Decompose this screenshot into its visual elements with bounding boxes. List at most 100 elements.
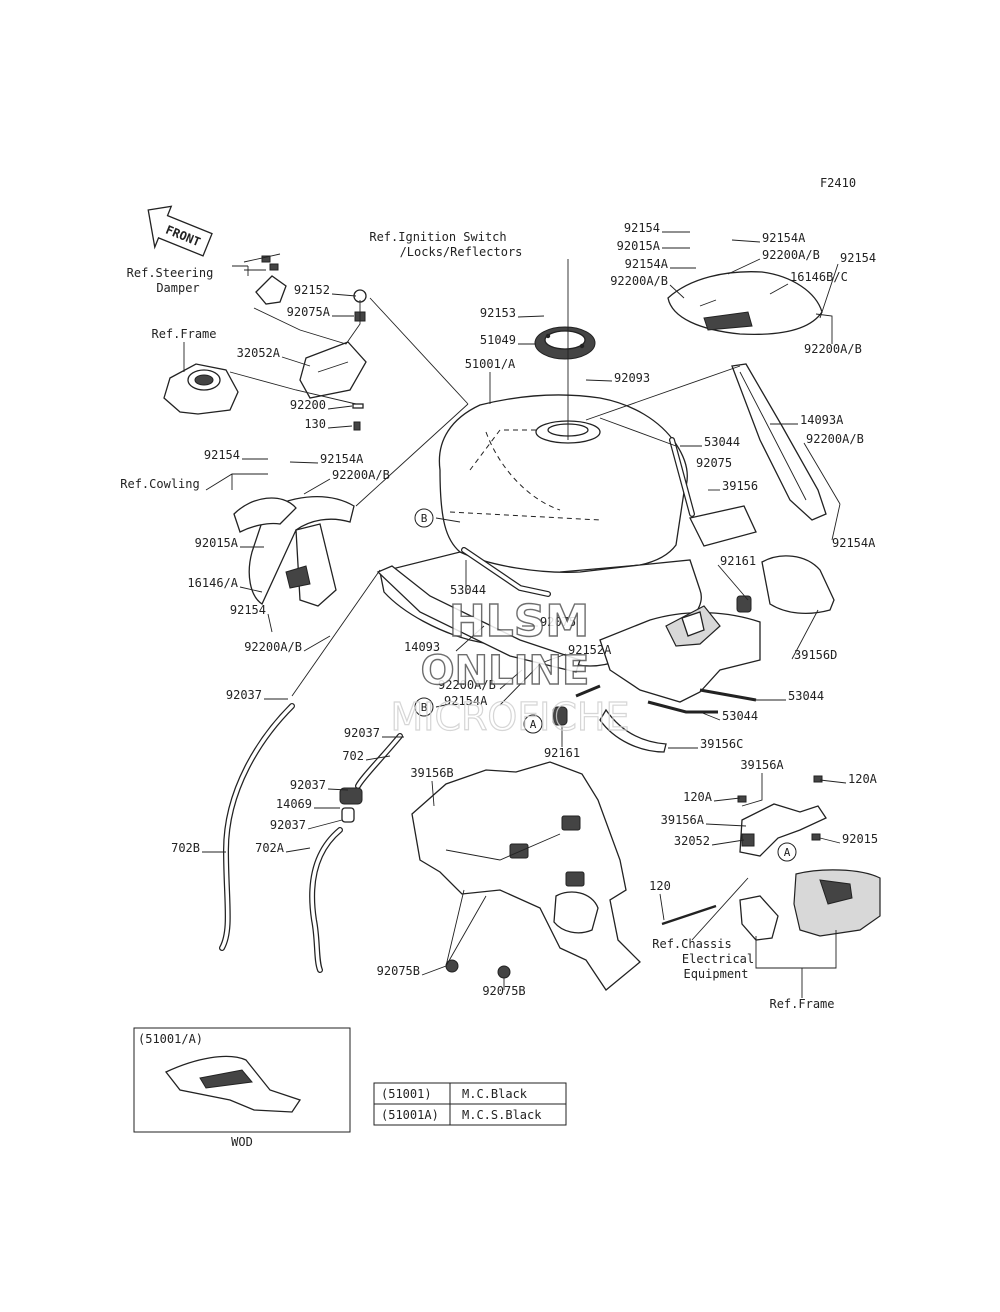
pad-39156 bbox=[689, 505, 757, 547]
part-number-label: 92037 bbox=[344, 726, 380, 740]
pad-39156b bbox=[411, 761, 641, 991]
part-number-label: 120 bbox=[649, 879, 671, 893]
marker-letter: A bbox=[784, 846, 791, 859]
part-number-label: 130 bbox=[304, 417, 326, 431]
table-color-1: M.C.Black bbox=[462, 1087, 528, 1101]
part-number-label: 92093 bbox=[614, 371, 650, 385]
part-number-label: 92015A bbox=[617, 239, 661, 253]
part-number-label: 92154A bbox=[762, 231, 806, 245]
part-number-label: 92161 bbox=[544, 746, 580, 760]
ref-frame-rear bbox=[739, 869, 881, 941]
ref-callout-label: Electrical bbox=[682, 952, 754, 966]
ref-frame-headtube bbox=[163, 363, 239, 415]
part-number-labels: 9215292075A32052A92200130921535104951001… bbox=[171, 221, 878, 998]
inset-caption: WOD bbox=[231, 1135, 253, 1149]
part-number-label: 92154 bbox=[204, 448, 240, 462]
watermark-line-2: ONLINE bbox=[421, 648, 590, 694]
part-number-label: 92152A bbox=[568, 643, 612, 657]
part-number-label: 92075A bbox=[287, 305, 331, 319]
grommet-92075b-2 bbox=[497, 965, 511, 979]
part-number-label: 39156A bbox=[740, 758, 784, 772]
bolt-120 bbox=[661, 904, 717, 926]
marker-letter: B bbox=[421, 512, 428, 525]
part-number-label: 92154A bbox=[320, 452, 364, 466]
grommet-92075b-1 bbox=[445, 959, 459, 973]
ref-callout-label: Ref.Chassis bbox=[652, 937, 731, 951]
part-number-label: 92200A/B bbox=[610, 274, 668, 288]
part-number-label: 51049 bbox=[480, 333, 516, 347]
part-number-label: 39156A bbox=[661, 813, 705, 827]
part-number-label: 92200 bbox=[290, 398, 326, 412]
part-number-label: 702B bbox=[171, 841, 200, 855]
part-number-label: 92015 bbox=[842, 832, 878, 846]
part-number-label: 53044 bbox=[722, 709, 758, 723]
leader-lines bbox=[183, 231, 847, 998]
part-number-label: 32052A bbox=[237, 346, 281, 360]
inset-51001a: (51001/A) WOD bbox=[133, 1027, 351, 1149]
part-number-label: 92075B bbox=[482, 984, 525, 998]
part-number-label: 32052 bbox=[674, 834, 710, 848]
figure-code: F2410 bbox=[820, 176, 856, 190]
watermark-line-3: MICROFICHE bbox=[390, 695, 629, 739]
part-number-label: 39156B bbox=[410, 766, 453, 780]
circle-markers: B B A A bbox=[414, 508, 797, 862]
ref-callout-label: Damper bbox=[156, 281, 199, 295]
marker-circle bbox=[523, 714, 543, 734]
part-number-label: 92200A/B bbox=[804, 342, 862, 356]
part-number-label: 702A bbox=[255, 841, 285, 855]
part-number-label: 92161 bbox=[720, 554, 756, 568]
part-number-label: 53044 bbox=[704, 435, 740, 449]
trim-14093 bbox=[376, 565, 581, 673]
marker-circle bbox=[414, 697, 434, 717]
part-number-label: 92200A/B bbox=[332, 468, 390, 482]
part-number-label: 92154 bbox=[624, 221, 660, 235]
part-number-label: 92154A bbox=[832, 536, 876, 550]
part-number-label: 92152 bbox=[294, 283, 330, 297]
ref-callout-label: Ref.Ignition Switch bbox=[369, 230, 506, 244]
marker-circle bbox=[777, 842, 797, 862]
color-table: (51001) M.C.Black (51001A) M.C.S.Black bbox=[373, 1082, 567, 1126]
part-number-label: 92037 bbox=[270, 818, 306, 832]
grommet-92161-left bbox=[552, 706, 568, 726]
ref-callout-label: Ref.Frame bbox=[151, 327, 216, 341]
part-number-label: 92200A/B bbox=[806, 432, 864, 446]
fuel-cap-51049 bbox=[534, 326, 596, 360]
grommet-92161-right bbox=[736, 595, 752, 613]
ref-callout-label: /Locks/Reflectors bbox=[400, 245, 523, 259]
ref-callout-label: Ref.Steering bbox=[127, 266, 214, 280]
part-number-label: 120A bbox=[683, 790, 713, 804]
part-number-label: 51001/A bbox=[465, 357, 516, 371]
table-part-1: (51001) bbox=[381, 1087, 432, 1101]
part-number-label: 39156 bbox=[722, 479, 758, 493]
marker-letter: A bbox=[530, 718, 537, 731]
ref-callout-label: Ref.Cowling bbox=[120, 477, 199, 491]
part-number-label: 92153 bbox=[480, 306, 516, 320]
part-number-label: 53044 bbox=[788, 689, 824, 703]
ref-cowling-part bbox=[233, 497, 297, 533]
side-cover-16146b bbox=[667, 271, 823, 336]
part-number-label: 92200A/B bbox=[438, 678, 496, 692]
part-number-label: 92037 bbox=[290, 778, 326, 792]
fuel-tank-51001 bbox=[379, 394, 761, 703]
marker-circle bbox=[414, 508, 434, 528]
pad-39156d bbox=[761, 555, 835, 615]
part-number-label: 39156C bbox=[700, 737, 743, 751]
part-number-label: 53044 bbox=[450, 583, 486, 597]
part-number-label: 92075B bbox=[377, 964, 420, 978]
part-number-label: 92075 bbox=[696, 456, 732, 470]
marker-letter: B bbox=[421, 701, 428, 714]
trim-14093a bbox=[731, 363, 827, 521]
watermark: HLSM ONLINE MICROFICHE bbox=[390, 595, 630, 739]
fuel-hoses bbox=[219, 703, 403, 973]
part-number-label: 14093 bbox=[404, 640, 440, 654]
pad-39156c bbox=[599, 708, 667, 753]
part-number-label: 14093A bbox=[800, 413, 844, 427]
part-number-label: 92154A bbox=[625, 257, 669, 271]
part-number-label: 120A bbox=[848, 772, 878, 786]
part-number-label: 92075 bbox=[540, 615, 576, 629]
part-number-label: 92154A bbox=[444, 694, 488, 708]
steering-damper-bracket bbox=[255, 255, 287, 305]
